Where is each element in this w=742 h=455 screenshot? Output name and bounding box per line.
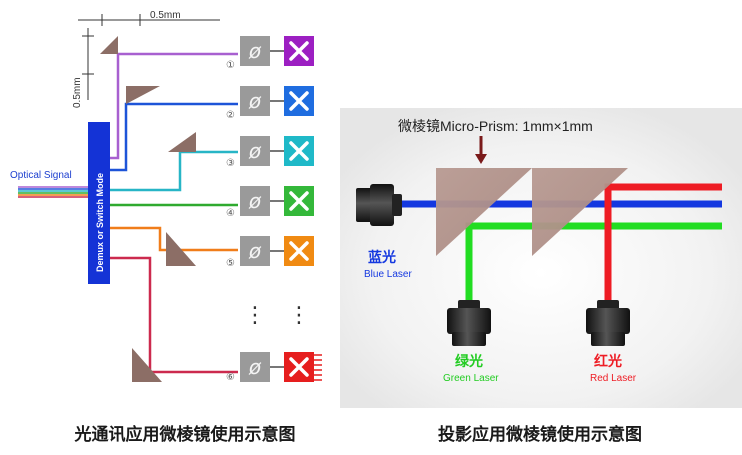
optical-signal-label: Optical Signal [10, 170, 72, 181]
prism-title: 微棱镜Micro-Prism: 1mm×1mm [398, 118, 593, 134]
blue-laser-lens [356, 184, 402, 226]
micro-prism-b [532, 168, 628, 256]
demux-label: Demux or Switch Mode [95, 173, 105, 272]
red-laser-en-label: Red Laser [590, 373, 637, 384]
phase-block-2: ø [240, 86, 270, 116]
red-laser-beam [604, 183, 722, 300]
output-comb [314, 354, 322, 381]
blue-laser-en-label: Blue Laser [364, 269, 412, 280]
port-number-3: ③ [226, 158, 235, 169]
port-numbers: ① ② ③ ④ ⑤ ⑥ [226, 60, 235, 383]
projection-background [340, 108, 742, 408]
svg-text:ø: ø [248, 139, 262, 163]
svg-text:ø: ø [248, 189, 262, 213]
svg-text:ø: ø [248, 239, 262, 263]
green-laser-cn-label: 绿光 [455, 353, 483, 370]
dimension-top-label: 0.5mm [150, 10, 181, 21]
left-caption: 光通讯应用微棱镜使用示意图 [74, 424, 296, 445]
svg-text:ø: ø [248, 89, 262, 113]
micro-prisms-left [100, 36, 196, 382]
port-number-1: ① [226, 60, 235, 71]
switch-tile-2 [284, 86, 314, 116]
phase-block-1: ø [240, 36, 270, 66]
ellipsis-right: ⋮ [288, 303, 310, 328]
switch-tiles [284, 36, 314, 382]
switch-tile-4 [284, 186, 314, 216]
phase-block-5: ø [240, 236, 270, 266]
micro-prism-5 [166, 232, 196, 266]
dimension-side-label: 0.5mm [72, 77, 83, 108]
green-laser-en-label: Green Laser [443, 373, 499, 384]
prism-pointer-arrow [475, 136, 487, 164]
channel-paths [110, 52, 238, 374]
phase-blocks: ø ø ø ø ø ø [240, 36, 270, 382]
dimension-markers [78, 14, 220, 100]
switch-tile-5 [284, 236, 314, 266]
switch-tile-1 [284, 36, 314, 66]
phase-block-6: ø [240, 352, 270, 382]
ellipsis-dots: ⋮ ⋮ [244, 303, 310, 328]
svg-text:ø: ø [248, 39, 262, 63]
optical-communication-diagram: 0.5mm 0.5mm Optical Signal Demux or Swit… [10, 10, 322, 445]
green-laser-beam [465, 222, 722, 300]
connector-stubs [270, 50, 284, 368]
green-laser-lens [447, 300, 491, 346]
phase-block-4: ø [240, 186, 270, 216]
port-number-6: ⑥ [226, 372, 235, 383]
red-laser-cn-label: 红光 [594, 353, 622, 370]
input-fiber-bundle [18, 186, 88, 198]
micro-prism-3 [168, 132, 196, 152]
red-laser-lens [586, 300, 630, 346]
switch-tile-6 [284, 352, 314, 382]
switch-tile-3 [284, 136, 314, 166]
svg-text:ø: ø [248, 355, 262, 379]
phase-block-3: ø [240, 136, 270, 166]
right-caption: 投影应用微棱镜使用示意图 [438, 424, 642, 445]
micro-prism-6 [132, 348, 162, 382]
blue-laser-cn-label: 蓝光 [368, 249, 396, 266]
micro-prism-a [436, 168, 532, 256]
micro-prism-1 [100, 36, 118, 54]
port-number-4: ④ [226, 208, 235, 219]
port-number-5: ⑤ [226, 258, 235, 269]
ellipsis-left: ⋮ [244, 303, 266, 328]
port-number-2: ② [226, 110, 235, 121]
demux-box [88, 122, 110, 284]
projection-diagram: 微棱镜Micro-Prism: 1mm×1mm [340, 108, 742, 445]
micro-prism-2 [126, 86, 160, 104]
